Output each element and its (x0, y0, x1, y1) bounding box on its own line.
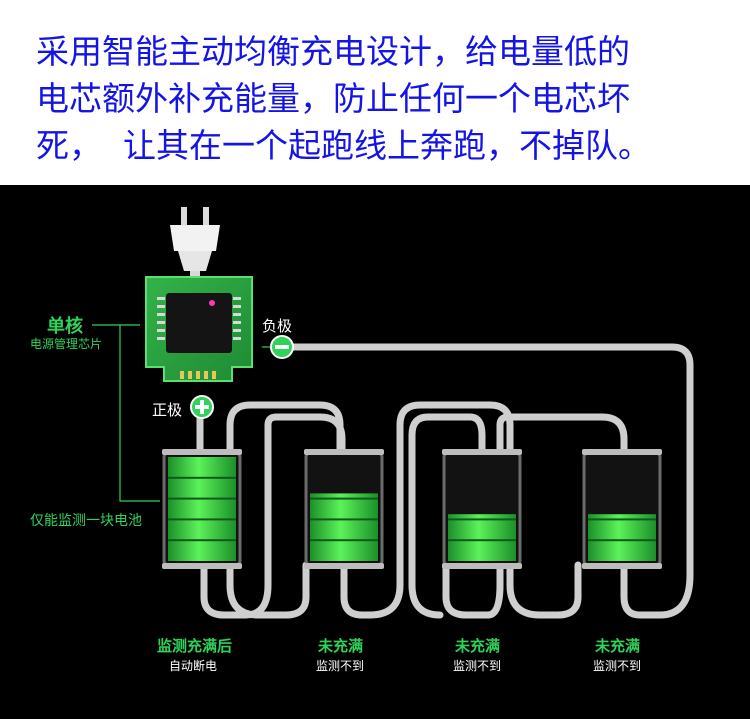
cell-1-note: 自动断电 (169, 659, 218, 673)
headline-text: 采用智能主动均衡充电设计，给电量低的 电芯额外补充能量，防止任何一个电芯坏 死，… (0, 0, 750, 185)
battery-cell-3 (442, 449, 522, 569)
cell-2-status: 未充满 (318, 637, 364, 655)
cell-1-status: 监测充满后 (157, 637, 233, 655)
charge-level-4 (588, 514, 656, 561)
chip-label-main: 单核 (47, 316, 83, 337)
battery-cell-4 (582, 449, 662, 569)
balance-diagram: 单核 电源管理芯片 负极 正极 仅能监测一块电池 监测充满后 自动断电 未充满 … (0, 185, 750, 719)
monitor-note: 仅能监测一块电池 (30, 513, 142, 529)
positive-label: 正极 (152, 401, 183, 419)
headline-line-3: 死， 让其在一个起跑线上奔跑，不掉队。 (36, 126, 651, 165)
cell-2-note: 监测不到 (316, 659, 365, 673)
power-plug (170, 207, 220, 281)
negative-label: 负极 (262, 317, 293, 335)
headline-line-1: 采用智能主动均衡充电设计，给电量低的 (36, 32, 630, 71)
positive-terminal (190, 395, 214, 419)
chip-label-sub: 电源管理芯片 (30, 337, 103, 351)
cell-3-status: 未充满 (455, 637, 501, 655)
negative-terminal (270, 335, 294, 359)
charge-level-3 (448, 514, 516, 561)
charge-level-1 (168, 457, 236, 561)
headline-line-2: 电芯额外补充能量，防止任何一个电芯坏 (36, 79, 630, 118)
cell-4-note: 监测不到 (593, 659, 642, 673)
battery-cells (162, 449, 662, 569)
battery-cell-1 (162, 449, 242, 569)
leader-lines (92, 324, 270, 502)
cell-4-status: 未充满 (595, 637, 641, 655)
cell-3-note: 监测不到 (453, 659, 502, 673)
pcb-board (145, 276, 253, 382)
charge-level-2 (310, 493, 378, 561)
battery-cell-2 (304, 449, 384, 569)
diagram-graphic (92, 207, 694, 619)
